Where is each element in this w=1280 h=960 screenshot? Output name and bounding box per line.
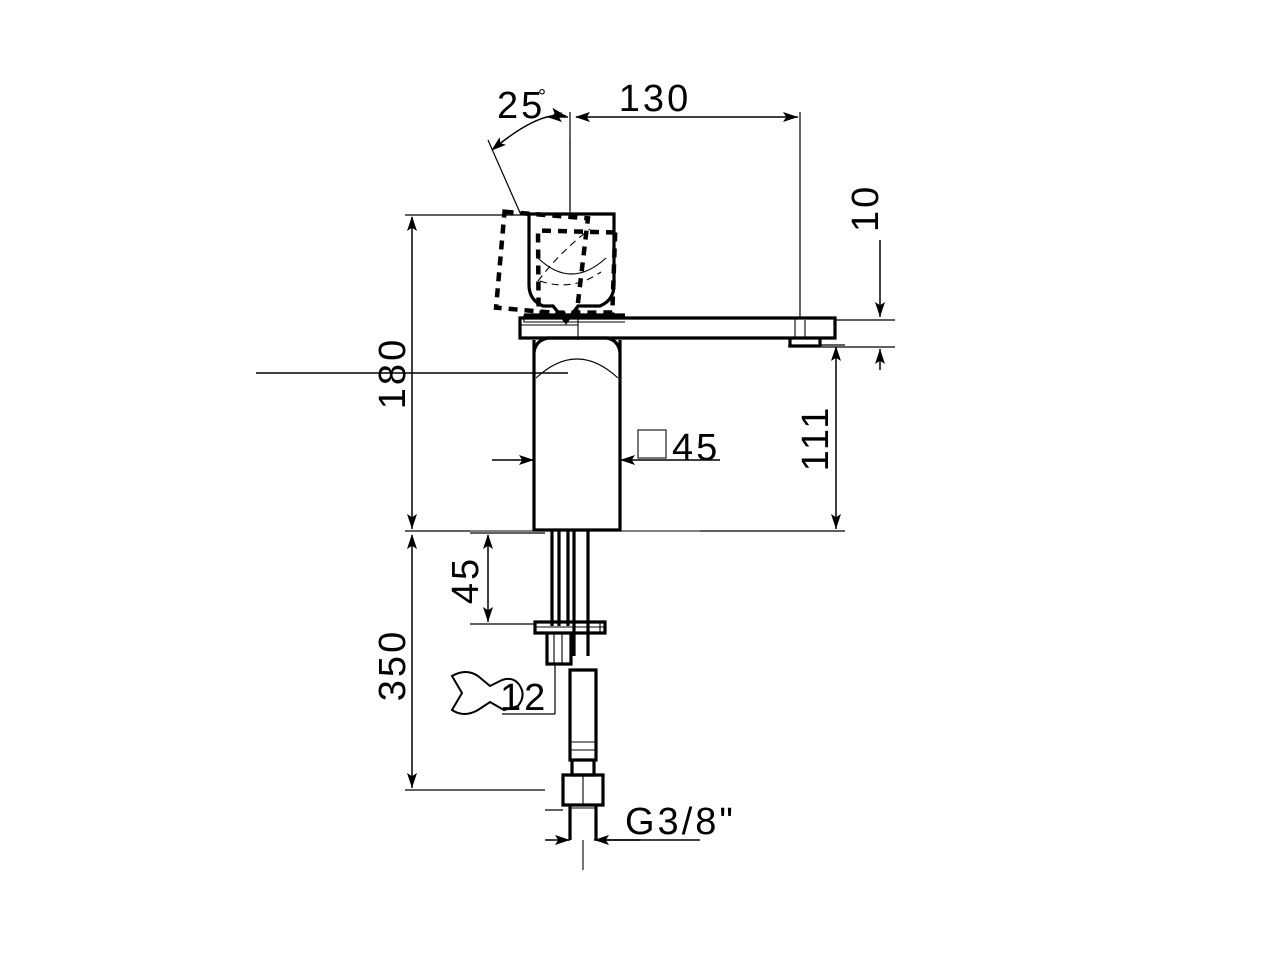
handle-outline [527, 212, 616, 325]
dim-angle-25-text: 25 [497, 85, 545, 127]
dim-45-width-text: 45 [672, 427, 720, 469]
supply-hose [568, 668, 598, 777]
callout-thread-g38: G3/8" [545, 801, 736, 845]
dim-10-text: 10 [845, 184, 887, 232]
dim-350-text: 350 [372, 629, 414, 701]
dimension-body-height-180: 180 [256, 214, 568, 532]
dimension-body-width-45: 45 [492, 427, 720, 469]
dimension-shank-length-45: 45 [445, 532, 545, 625]
lock-nut-prongs [545, 633, 573, 666]
dimension-spout-thickness-10: 10 [822, 184, 895, 370]
dimension-spout-reach-130: 130 [547, 78, 801, 318]
dim-wrench-12-text: 12 [500, 677, 548, 719]
open-end-wrench-icon [450, 671, 524, 715]
dim-111-text: 111 [795, 405, 837, 472]
hex-nut-connector [561, 773, 605, 840]
callout-wrench-12: 12 [450, 665, 556, 719]
dimension-angle-25: 25 ° [487, 85, 567, 216]
spout-bar [518, 316, 837, 340]
mounting-plate [533, 620, 607, 635]
dim-thread-text: G3/8" [625, 801, 736, 843]
dimension-spout-height-111: 111 [700, 344, 845, 532]
degree-symbol: ° [538, 86, 546, 108]
dim-180-text: 180 [372, 337, 414, 409]
mounting-shank [550, 530, 590, 656]
square-profile-symbol [637, 429, 667, 459]
dim-45-shank-text: 45 [445, 556, 487, 604]
faucet-geometry [470, 140, 837, 870]
dimension-total-350: 350 [372, 534, 545, 791]
dim-130-text: 130 [619, 78, 691, 120]
aerator-outlet [788, 338, 822, 348]
faucet-body-column [532, 336, 622, 532]
